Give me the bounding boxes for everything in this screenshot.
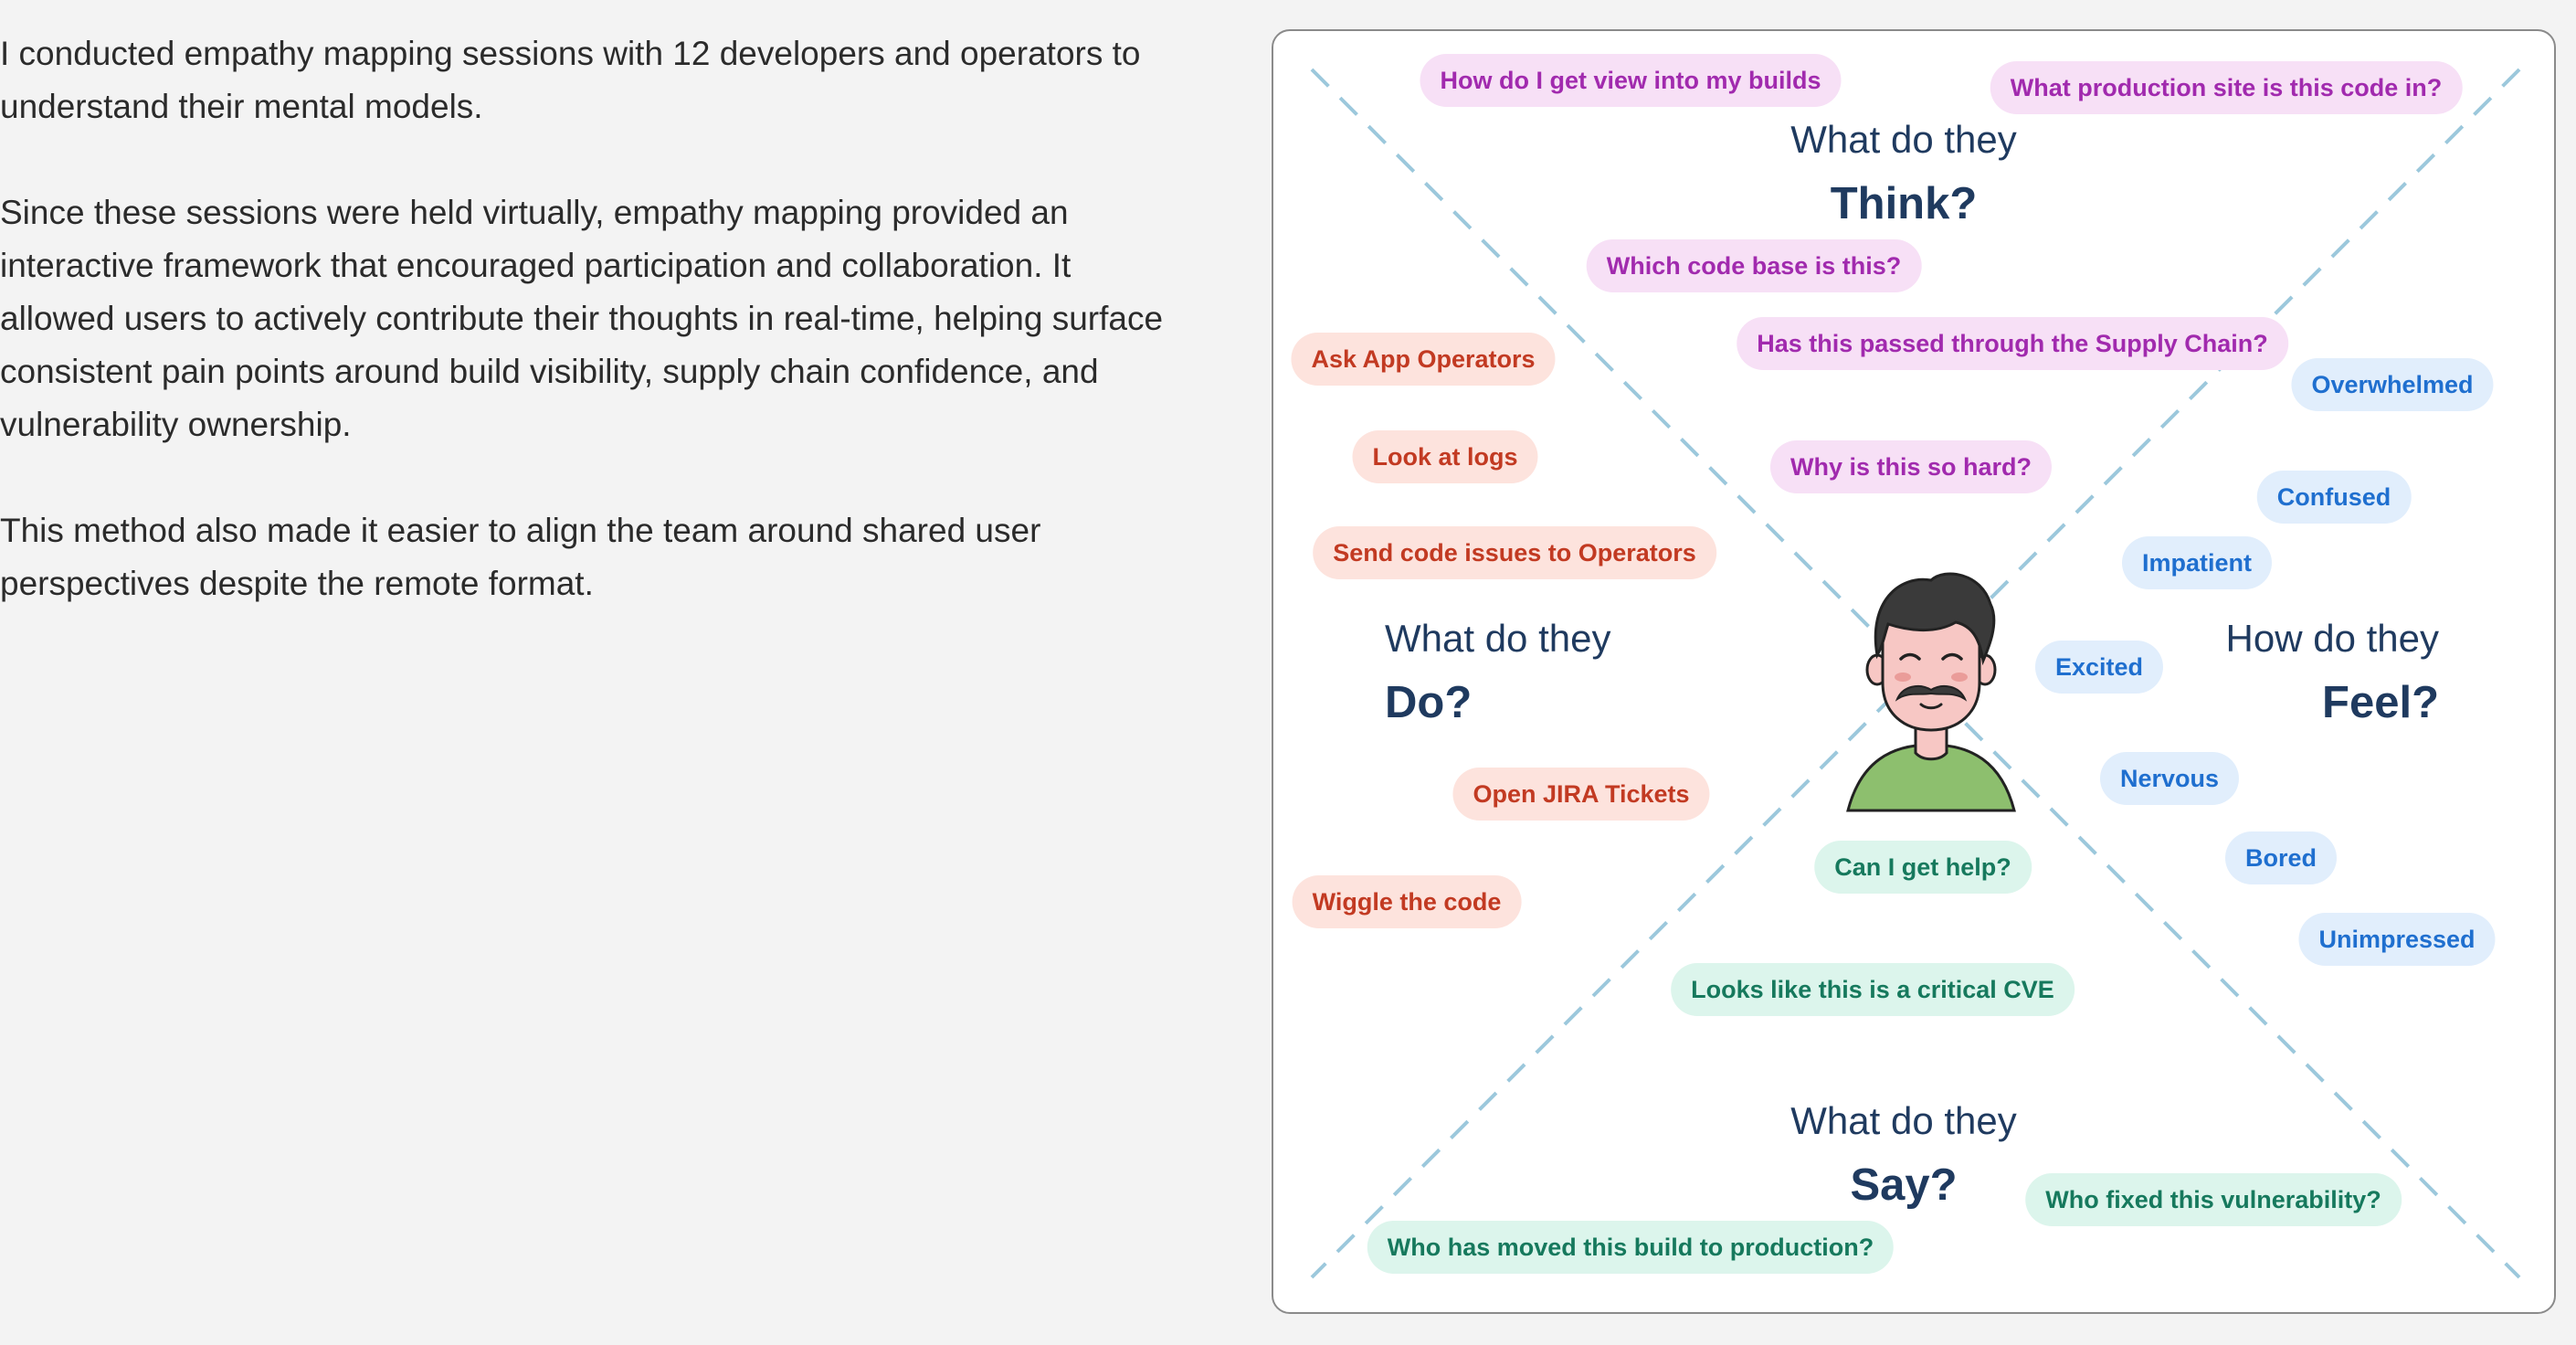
do-chip: Look at logs	[1352, 430, 1538, 483]
think-heading-title: Think?	[1830, 179, 1978, 228]
do-chip: Wiggle the code	[1292, 875, 1522, 928]
intro-text: I conducted empathy mapping sessions wit…	[0, 27, 1188, 663]
feel-chip: Bored	[2224, 831, 2338, 884]
empathy-map: What do they Think? What do they Do? How…	[1272, 29, 2556, 1314]
user-avatar-icon	[1846, 572, 2016, 812]
say-chip: Can I get help?	[1814, 841, 2032, 894]
say-heading-prefix: What do they	[1790, 1099, 2017, 1142]
think-heading: What do they Think?	[1721, 117, 2086, 227]
say-heading: What do they Say?	[1721, 1098, 2086, 1208]
say-chip: Who has moved this build to production?	[1367, 1221, 1895, 1274]
do-heading-prefix: What do they	[1385, 617, 1611, 660]
do-heading: What do they Do?	[1385, 616, 1610, 725]
do-heading-title: Do?	[1385, 678, 1473, 727]
say-heading-title: Say?	[1850, 1160, 1958, 1210]
feel-chip: Unimpressed	[2298, 913, 2496, 966]
feel-heading-title: Feel?	[2322, 678, 2439, 727]
feel-chip: Confused	[2256, 471, 2412, 524]
think-heading-prefix: What do they	[1790, 118, 2017, 161]
think-chip: How do I get view into my builds	[1420, 54, 1842, 107]
do-chip: Send code issues to Operators	[1313, 526, 1716, 579]
intro-paragraph-2: Since these sessions were held virtually…	[0, 194, 1164, 443]
think-chip: Why is this so hard?	[1769, 440, 2053, 493]
feel-chip: Excited	[2034, 641, 2164, 694]
say-chip: Looks like this is a critical CVE	[1671, 963, 2075, 1016]
feel-chip: Nervous	[2099, 752, 2240, 805]
think-chip: What production site is this code in?	[1990, 61, 2463, 114]
intro-paragraph-1: I conducted empathy mapping sessions wit…	[0, 35, 1141, 125]
think-chip: Which code base is this?	[1586, 239, 1922, 292]
feel-chip: Impatient	[2121, 536, 2273, 589]
think-chip: Has this passed through the Supply Chain…	[1737, 317, 2288, 370]
intro-paragraph-3: This method also made it easier to align…	[0, 512, 1041, 602]
feel-chip: Overwhelmed	[2291, 358, 2494, 411]
feel-heading-prefix: How do they	[2225, 617, 2439, 660]
say-chip: Who fixed this vulnerability?	[2025, 1173, 2402, 1226]
do-chip: Ask App Operators	[1291, 333, 1556, 386]
do-chip: Open JIRA Tickets	[1452, 768, 1710, 821]
feel-heading: How do they Feel?	[2187, 616, 2439, 725]
